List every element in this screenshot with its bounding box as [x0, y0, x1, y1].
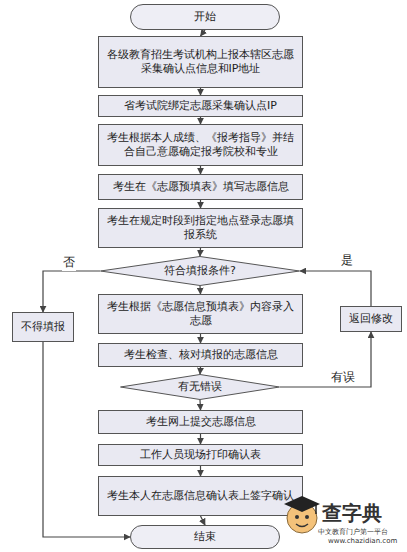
node-text: 结束: [194, 530, 216, 544]
flow-arrow: [200, 117, 201, 124]
decision-diamond: 符合填报条件?: [100, 256, 300, 286]
revise-box: 返回修改: [340, 306, 402, 332]
flow-arrow: [43, 271, 100, 312]
flow-arrow: [201, 516, 206, 525]
node-text: 考生根据《志愿信息预填表》内容录入志愿: [105, 300, 296, 328]
node-text: 符合填报条件?: [164, 264, 236, 278]
flow-arrow: [200, 166, 201, 174]
edge-label: 是: [340, 252, 354, 269]
flow-arrow: [199, 248, 201, 256]
flow-arrow: [200, 88, 201, 95]
flow-arrow: [200, 434, 201, 444]
decision-diamond: 有无错误: [120, 374, 280, 400]
watermark-title: 查字典: [322, 500, 382, 527]
node-text: 考生在《志愿预填表》填写志愿信息: [113, 180, 289, 194]
node-text: 考生检查、核对填报的志愿信息: [124, 348, 278, 362]
node-text: 有无错误: [178, 380, 222, 394]
start-terminal: 开始: [130, 4, 280, 30]
process-box: 考生根据本人成绩、《报考指导》并结合自己意愿确定报考院校和专业: [98, 124, 303, 166]
flow-arrow: [199, 286, 201, 294]
node-text: 返回修改: [349, 312, 393, 326]
process-box: 工作人员现场打印确认表: [98, 444, 303, 466]
edge-label: 有误: [330, 369, 356, 386]
flow-arrow: [200, 334, 201, 343]
flow-arrow: [200, 200, 201, 208]
process-box: 各级教育招生考试机构上报本辖区志愿采集确认点信息和IP地址: [98, 36, 303, 88]
process-box: 省考试院绑定志愿采集确认点IP: [98, 95, 303, 117]
node-text: 开始: [194, 10, 216, 24]
watermark-slogan: 中文教育门户第一平台: [318, 527, 388, 537]
watermark-url: www.chazidian.com: [328, 537, 397, 545]
node-text: 省考试院绑定志愿采集确认点IP: [124, 99, 277, 113]
process-box: 考生在规定时段到指定地点登录志愿填报系统: [98, 208, 303, 248]
node-text: 考生网上提交志愿信息: [146, 415, 256, 429]
edge-label: 否: [62, 254, 76, 271]
node-text: 考生在规定时段到指定地点登录志愿填报系统: [105, 214, 296, 242]
reject-box: 不得填报: [12, 312, 74, 342]
flow-arrow: [200, 466, 201, 476]
flow-arrow: [199, 400, 201, 410]
node-text: 考生根据本人成绩、《报考指导》并结合自己意愿确定报考院校和专业: [105, 131, 296, 159]
process-box: 考生根据《志愿信息预填表》内容录入志愿: [98, 294, 303, 334]
flow-arrow: [199, 367, 201, 374]
process-box: 考生网上提交志愿信息: [98, 410, 303, 434]
process-box: 考生检查、核对填报的志愿信息: [98, 343, 303, 367]
flow-arrow: [300, 271, 371, 306]
process-box: 考生在《志愿预填表》填写志愿信息: [98, 174, 303, 200]
process-box: 考生本人在志愿信息确认表上签字确认: [98, 476, 303, 516]
node-text: 各级教育招生考试机构上报本辖区志愿采集确认点信息和IP地址: [105, 48, 296, 76]
end-terminal: 结束: [130, 525, 280, 549]
node-text: 考生本人在志愿信息确认表上签字确认: [107, 489, 294, 503]
node-text: 工作人员现场打印确认表: [140, 448, 261, 462]
logo-icon: [282, 492, 322, 542]
node-text: 不得填报: [21, 320, 65, 334]
